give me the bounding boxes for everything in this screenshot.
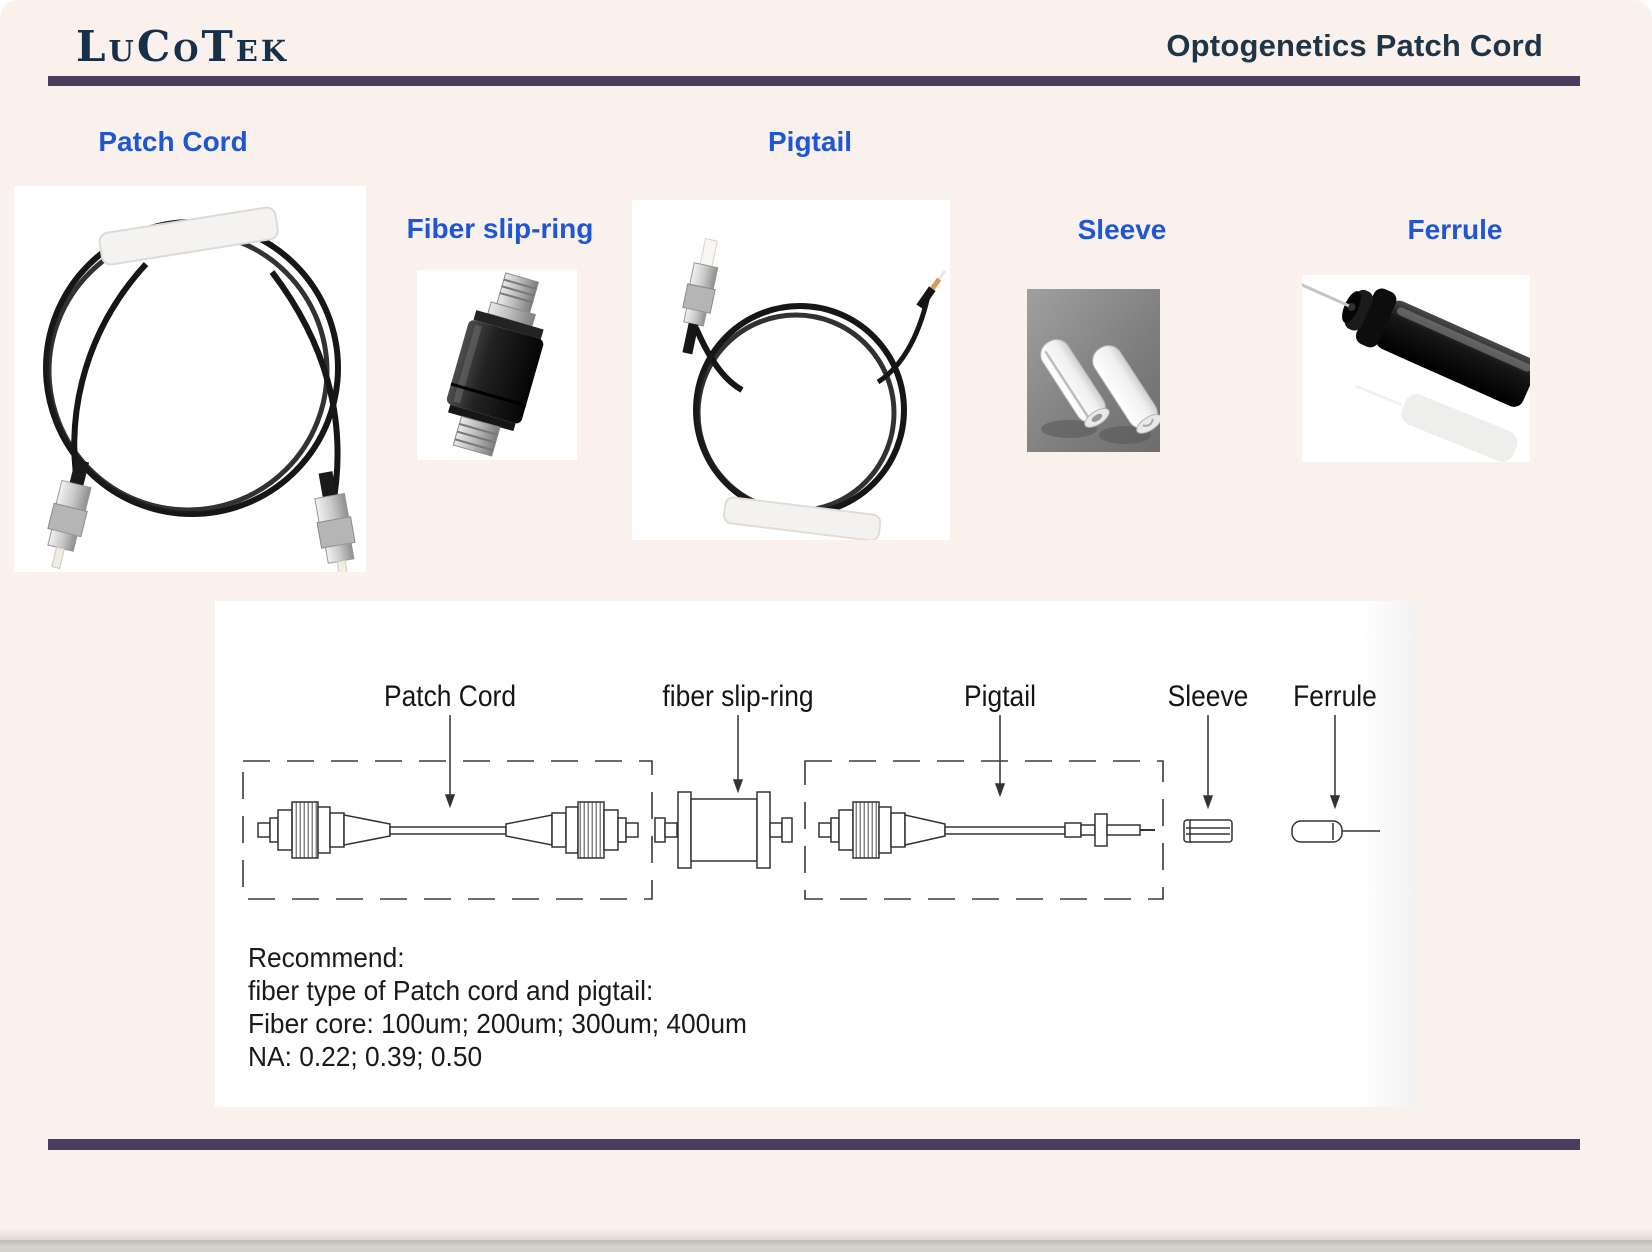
- footer-divider: [48, 1139, 1580, 1150]
- pigtail-illustration: [632, 200, 950, 540]
- diagram-label-pigtail: Pigtail: [964, 680, 1036, 713]
- company-logo: LuCoTek: [76, 22, 290, 71]
- assembly-line-art: [242, 715, 1380, 900]
- recommendation-notes: Recommend: fiber type of Patch cord and …: [248, 941, 779, 1073]
- page-title: Optogenetics Patch Cord: [1166, 28, 1543, 63]
- diagram-label-patch-cord: Patch Cord: [383, 680, 517, 713]
- fiber-slip-ring-illustration: [417, 270, 577, 460]
- ferrule-photo: [1302, 275, 1530, 462]
- pigtail-label: Pigtail: [767, 126, 853, 157]
- diagram-label-fiber-slip-ring: fiber slip-ring: [662, 680, 814, 713]
- sleeve-label: Sleeve: [1077, 214, 1167, 245]
- assembly-diagram: Patch Cord fiber slip-ring Pigtail Sleev…: [215, 601, 1418, 1107]
- header-divider: [48, 76, 1580, 86]
- patch-cord-illustration: [14, 186, 366, 572]
- ferrule-illustration: [1302, 275, 1530, 462]
- note-line-fiber-core: Fiber core: 100um; 200um; 300um; 400um: [248, 1008, 747, 1039]
- diagram-label-ferrule: Ferrule: [1293, 680, 1377, 713]
- fiber-slip-ring-photo: [417, 270, 577, 460]
- sleeve-photo: [1027, 289, 1160, 452]
- note-line-fiber-type: fiber type of Patch cord and pigtail:: [248, 975, 654, 1006]
- diagram-label-sleeve: Sleeve: [1167, 680, 1249, 713]
- page-bottom-shadow: [0, 1228, 1652, 1240]
- ferrule-label: Ferrule: [1407, 214, 1503, 245]
- window-edge-strip: [0, 1240, 1652, 1252]
- pigtail-photo: [632, 200, 950, 540]
- fiber-slip-ring-label: Fiber slip-ring: [406, 213, 594, 244]
- note-line-recommend: Recommend:: [248, 942, 405, 973]
- sleeve-illustration: [1027, 289, 1160, 452]
- patch-cord-photo: [14, 186, 366, 572]
- patch-cord-label: Patch Cord: [98, 126, 248, 157]
- note-line-na: NA: 0.22; 0.39; 0.50: [248, 1041, 483, 1072]
